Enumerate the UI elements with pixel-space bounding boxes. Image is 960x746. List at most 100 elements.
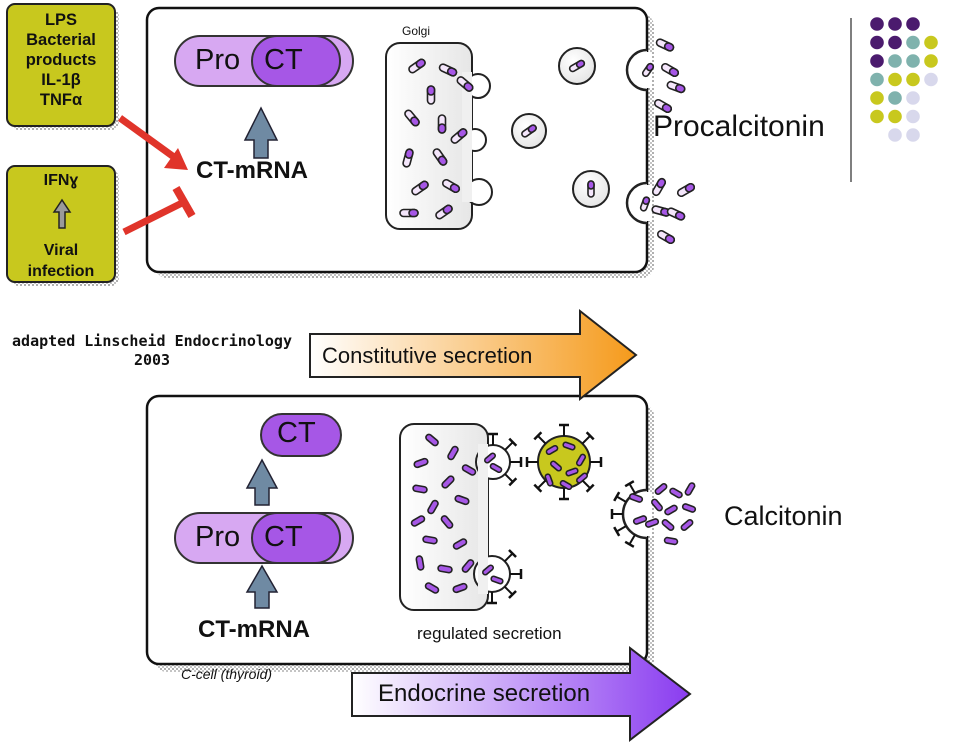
procalcitonin-molecule <box>437 114 447 134</box>
procalcitonin-molecule <box>435 204 453 220</box>
constitutive-secretion-arrow <box>309 308 638 402</box>
receptor-spike <box>504 552 514 562</box>
bottom-gray-up-arrow-1-icon <box>245 458 279 506</box>
procalcitonin-label: Procalcitonin <box>653 110 825 143</box>
inducer-box-lps <box>6 3 119 130</box>
procalcitonin-molecule <box>655 38 675 52</box>
calcitonin-molecule <box>575 453 587 467</box>
spikes-layer <box>487 423 636 605</box>
il1b-line: IL-1β <box>41 71 81 89</box>
receptor-spike <box>504 473 514 483</box>
procalcitonin-molecule <box>676 182 696 198</box>
calcitonin-molecule <box>461 464 477 476</box>
calcitonin-molecule <box>559 479 573 491</box>
bottom-gray-up-arrow-2-icon <box>245 564 279 609</box>
top-mrna-label: CT-mRNA <box>196 157 308 184</box>
procalcitonin-molecule <box>432 148 448 166</box>
bottom-ct-label: CT <box>277 417 316 449</box>
viral-infection-label: Viral infection <box>7 240 115 282</box>
c-cell-caption: C-cell (thyroid) <box>181 666 273 682</box>
receptor-spike <box>581 435 591 445</box>
bottom-pro-label: Pro <box>195 521 241 553</box>
legend-dot <box>888 91 902 105</box>
calcitonin-molecule <box>669 487 683 499</box>
receptor-spike-cap <box>508 590 517 599</box>
legend-dot <box>870 91 884 105</box>
procalcitonin-molecule <box>411 180 429 196</box>
receptor-spike-cap <box>624 480 635 488</box>
procalcitonin-molecule <box>639 196 651 212</box>
pills-layer <box>399 38 697 594</box>
legend-dot <box>906 54 920 68</box>
procalcitonin-molecule <box>450 128 468 144</box>
procalcitonin-molecule <box>641 62 655 78</box>
receptor-spike-cap <box>508 437 518 447</box>
procalcitonin-molecule <box>438 63 458 77</box>
legend-dot <box>888 72 902 87</box>
procalcitonin-molecule <box>441 178 461 194</box>
regulated-secretion-label: regulated secretion <box>417 624 562 643</box>
calcitonin-molecule <box>454 494 470 506</box>
procalcitonin-molecule <box>408 58 426 74</box>
procalcitonin-molecule <box>399 208 419 218</box>
up-arrow-icon <box>52 198 72 229</box>
procalcitonin-molecule <box>521 124 537 138</box>
endocrine-secretion-label: Endocrine secretion <box>378 680 591 707</box>
calcitonin-molecule <box>654 483 668 495</box>
procalcitonin-molecule <box>587 180 595 198</box>
calcitonin-molecule <box>461 559 475 573</box>
top-gray-up-arrow-icon <box>243 106 279 159</box>
receptor-spike <box>504 586 514 596</box>
legend-dot <box>870 72 884 87</box>
calcitonin-molecule <box>684 482 696 496</box>
receptor-spike-cap <box>508 477 518 487</box>
top-pro-label: Pro <box>195 44 241 76</box>
calcitonin-molecule <box>452 582 468 594</box>
ifn-label: IFNɣ <box>43 172 79 189</box>
products-line: products <box>25 51 97 69</box>
legend-dot <box>906 109 920 124</box>
calcitonin-molecule <box>427 499 439 515</box>
calcitonin-molecule <box>447 445 459 461</box>
calcitonin-molecule <box>410 515 426 527</box>
receptor-spike <box>616 495 627 503</box>
legend-dot <box>870 109 884 124</box>
calcitonin-molecule <box>632 515 648 525</box>
citation-line-2: 2003 <box>133 351 171 369</box>
calcitonin-molecule <box>544 473 554 487</box>
citation-label: adapted Linscheid Endocrinology 2003 <box>2 332 302 370</box>
golgi-label: Golgi <box>402 24 431 38</box>
receptor-spike-cap <box>533 431 543 441</box>
calcitonin-molecule <box>452 538 468 550</box>
legend-dot <box>924 72 938 87</box>
receptor-spike-cap <box>533 483 543 493</box>
infection-line: infection <box>27 263 95 280</box>
calcitonin-molecule <box>413 457 429 469</box>
calcitonin-label: Calcitonin <box>724 501 843 531</box>
legend-dot <box>924 35 938 50</box>
lps-line: LPS <box>44 11 78 29</box>
endocrine-secretion-arrow <box>351 645 692 743</box>
procalcitonin-molecule <box>402 148 414 168</box>
bottom-ct-capsule <box>260 413 342 457</box>
stimulate-arrow-icon <box>117 115 188 170</box>
legend-dot <box>924 54 938 68</box>
procalcitonin-molecule <box>568 59 586 73</box>
calcitonin-molecule <box>664 504 678 516</box>
calcitonin-molecule <box>680 519 694 531</box>
procalcitonin-molecule <box>404 109 420 127</box>
legend-dot <box>906 17 920 31</box>
calcitonin-molecule <box>484 452 496 464</box>
receptor-spike <box>616 525 627 533</box>
calcitonin-molecule <box>489 462 503 474</box>
constitutive-secretion-label: Constitutive secretion <box>322 343 533 368</box>
calcitonin-molecule <box>422 535 438 545</box>
calcitonin-molecule <box>576 472 588 484</box>
legend-dot <box>888 109 902 124</box>
receptor-spike-cap <box>613 526 621 537</box>
receptor-spike <box>537 479 547 489</box>
receptor-spike-cap <box>613 491 621 502</box>
calcitonin-molecule <box>437 564 453 574</box>
procalcitonin-molecule <box>651 177 667 197</box>
